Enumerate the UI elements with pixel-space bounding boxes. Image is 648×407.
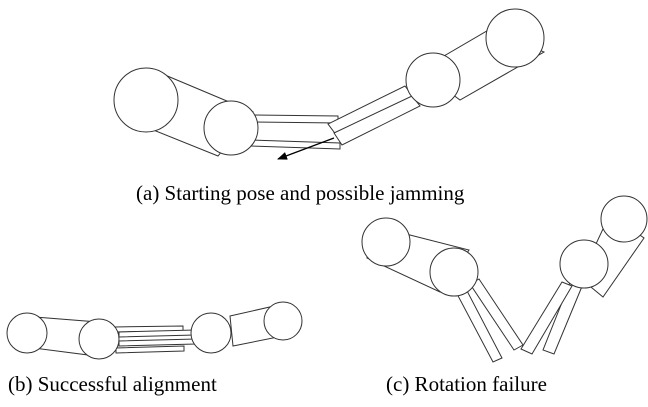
right-arm-base-joint <box>601 196 647 242</box>
left-arm-elbow-joint <box>430 248 478 296</box>
left-arm-elbow-joint <box>204 101 258 155</box>
left-gripper-finger-upper <box>250 115 338 123</box>
right-arm-base-joint <box>486 9 544 67</box>
caption-c: (c) Rotation failure <box>386 372 547 396</box>
right-arm-elbow-joint <box>191 313 231 353</box>
caption-a: (a) Starting pose and possible jamming <box>136 181 465 205</box>
left-arm-elbow-joint <box>79 319 119 359</box>
jamming-arrow <box>277 138 334 159</box>
right-gripper-finger-lower <box>521 282 572 354</box>
subfigure-b <box>7 302 302 359</box>
subfigure-a <box>114 9 544 159</box>
right-arm-elbow-joint <box>560 240 608 288</box>
subfigure-c <box>362 196 647 362</box>
right-arm-base-joint <box>264 302 302 340</box>
right-arm-elbow-joint <box>406 53 460 107</box>
caption-b: (b) Successful alignment <box>8 372 217 396</box>
right-gripper-finger-lower <box>334 96 420 145</box>
left-arm-base-joint <box>7 313 47 353</box>
right-gripper-finger-lower <box>119 339 196 346</box>
left-arm-base-joint <box>114 68 178 132</box>
left-gripper-finger-lower <box>116 346 184 353</box>
left-arm-base-joint <box>362 218 410 266</box>
